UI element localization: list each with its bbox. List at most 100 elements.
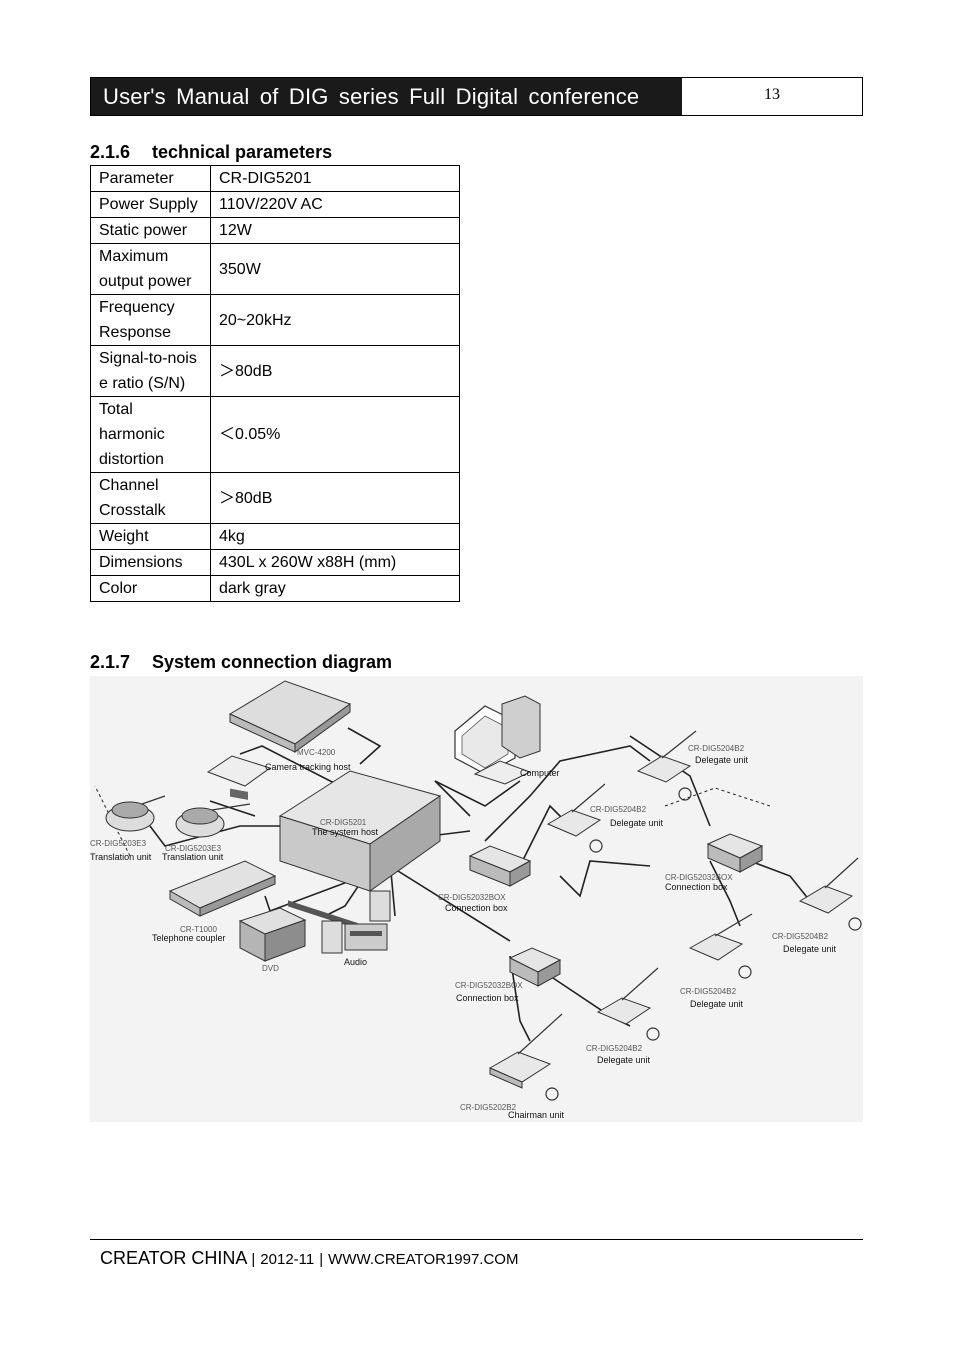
connection-box xyxy=(508,947,562,987)
cable xyxy=(209,800,256,817)
delegate-unit xyxy=(546,783,606,853)
table-cell: 350W xyxy=(210,243,460,295)
dashed-links xyxy=(94,785,771,857)
delegate-unit xyxy=(636,730,697,801)
trans-model-label: CR-DIG5203E3 xyxy=(90,839,147,848)
cable xyxy=(629,735,711,827)
table-cell: dark gray xyxy=(210,575,460,602)
tel-model-label: CR-T1000 xyxy=(180,925,217,934)
delegate-model-label: CR-DIG5204B2 xyxy=(688,744,745,753)
table-cell: Weight xyxy=(90,523,211,550)
table-row: Parameter CR-DIG5201 xyxy=(90,165,460,192)
table-row: Frequency Response 20~20kHz xyxy=(90,294,460,346)
dvd-label: DVD xyxy=(262,964,279,973)
cable xyxy=(389,865,511,942)
trans-label: Translation unit xyxy=(90,852,152,862)
section-title: technical parameters xyxy=(152,142,333,162)
dvd-player xyxy=(238,907,307,962)
manual-title: User's Manual of DIG series Full Digital… xyxy=(91,78,682,115)
host-model-label: CR-DIG5201 xyxy=(320,818,367,827)
diagram-svg: MVC-4200 Camera tracking host Computer C… xyxy=(90,680,862,1120)
delegate-unit xyxy=(596,967,660,1041)
box-model-label: CR-DIG52032BOX xyxy=(665,873,733,882)
footer-separator: | xyxy=(251,1251,256,1268)
box-label: Connection box xyxy=(456,993,519,1003)
table-row: Color dark gray xyxy=(90,575,460,602)
translation-unit xyxy=(175,803,251,838)
tel-label: Telephone coupler xyxy=(152,933,226,943)
delegate-model-label: CR-DIG5204B2 xyxy=(772,932,829,941)
table-cell: 430L x 260W x88H (mm) xyxy=(210,549,460,576)
audio-system xyxy=(321,890,391,954)
cable xyxy=(264,880,351,913)
dashed-link xyxy=(664,787,771,807)
table-cell: Channel Crosstalk xyxy=(90,472,211,524)
cable xyxy=(749,860,811,902)
delegate-model-label: CR-DIG5204B2 xyxy=(586,1044,643,1053)
delegate-label: Delegate unit xyxy=(597,1055,651,1065)
cable xyxy=(347,727,382,765)
computer-icon xyxy=(454,695,541,785)
audio-label: Audio xyxy=(344,957,367,967)
table-row: Weight 4kg xyxy=(90,523,460,550)
cable xyxy=(484,745,651,842)
table-cell: Power Supply xyxy=(90,191,211,218)
delegate-label: Delegate unit xyxy=(783,944,837,954)
cable xyxy=(434,780,471,817)
table-cell: Total harmonic distortion xyxy=(90,396,211,473)
box-model-label: CR-DIG52032BOX xyxy=(438,893,506,902)
table-cell: Color xyxy=(90,575,211,602)
delegate-model-label: CR-DIG5204B2 xyxy=(590,805,647,814)
section-number: 2.1.6 xyxy=(90,142,131,162)
chairman-label: Chairman unit xyxy=(508,1110,565,1120)
table-cell: Static power xyxy=(90,217,211,244)
table-cell: 4kg xyxy=(210,523,460,550)
dashed-link xyxy=(94,785,131,857)
table-row: Signal-to-noise ratio (S/N) ＞80dB xyxy=(90,345,460,397)
mvc-device xyxy=(228,680,352,753)
trans-model-label: CR-DIG5203E3 xyxy=(165,844,222,853)
table-cell: ＜0.05% xyxy=(210,396,460,473)
computer-label: Computer xyxy=(520,768,560,778)
table-cell: ＞80dB xyxy=(210,345,460,397)
section-heading-technical-parameters: 2.1.6 technical parameters xyxy=(90,142,332,163)
footer-company: CREATOR CHINA xyxy=(100,1248,247,1268)
box-label: Connection box xyxy=(665,882,728,892)
table-cell: 12W xyxy=(210,217,460,244)
table-row: Channel Crosstalk ＞80dB xyxy=(90,472,460,524)
connection-box xyxy=(706,833,764,873)
delegate-label: Delegate unit xyxy=(690,999,744,1009)
page-footer: CREATOR CHINA | 2012-11 | WWW.CREATOR199… xyxy=(100,1248,518,1269)
section-number: 2.1.7 xyxy=(90,652,131,672)
table-cell: 110V/220V AC xyxy=(210,191,460,218)
delegate-label: Delegate unit xyxy=(695,755,749,765)
translation-unit xyxy=(105,795,166,832)
delegate-model-label: CR-DIG5204B2 xyxy=(680,987,737,996)
page-header: User's Manual of DIG series Full Digital… xyxy=(90,77,863,116)
table-cell: Signal-to-noise ratio (S/N) xyxy=(90,345,211,397)
cable xyxy=(559,860,651,898)
box-model-label: CR-DIG52032BOX xyxy=(455,981,523,990)
table-row: Dimensions 430L x 260W x88H (mm) xyxy=(90,549,460,576)
mvc-model-label: MVC-4200 xyxy=(297,748,336,757)
system-connection-diagram: MVC-4200 Camera tracking host Computer C… xyxy=(90,676,863,1122)
cable xyxy=(434,780,521,807)
chairman-unit xyxy=(488,1013,563,1101)
page-number: 13 xyxy=(764,86,780,103)
table-cell: ＞80dB xyxy=(210,472,460,524)
table-cell: CR-DIG5201 xyxy=(210,165,460,192)
cable xyxy=(239,745,341,787)
telephone-coupler xyxy=(168,860,277,917)
table-cell: Dimensions xyxy=(90,549,211,576)
camera-keyboard xyxy=(206,755,272,800)
camera-label: Camera tracking host xyxy=(265,762,351,772)
host-label: The system host xyxy=(312,827,379,837)
technical-parameters-table: Parameter CR-DIG5201 Power Supply 110V/2… xyxy=(90,165,460,602)
table-cell: 20~20kHz xyxy=(210,294,460,346)
footer-date: 2012-11 xyxy=(260,1251,315,1268)
table-row: Static power 12W xyxy=(90,217,460,244)
footer-divider xyxy=(90,1239,863,1240)
table-cell: Parameter xyxy=(90,165,211,192)
footer-website: WWW.CREATOR1997.COM xyxy=(328,1251,519,1268)
